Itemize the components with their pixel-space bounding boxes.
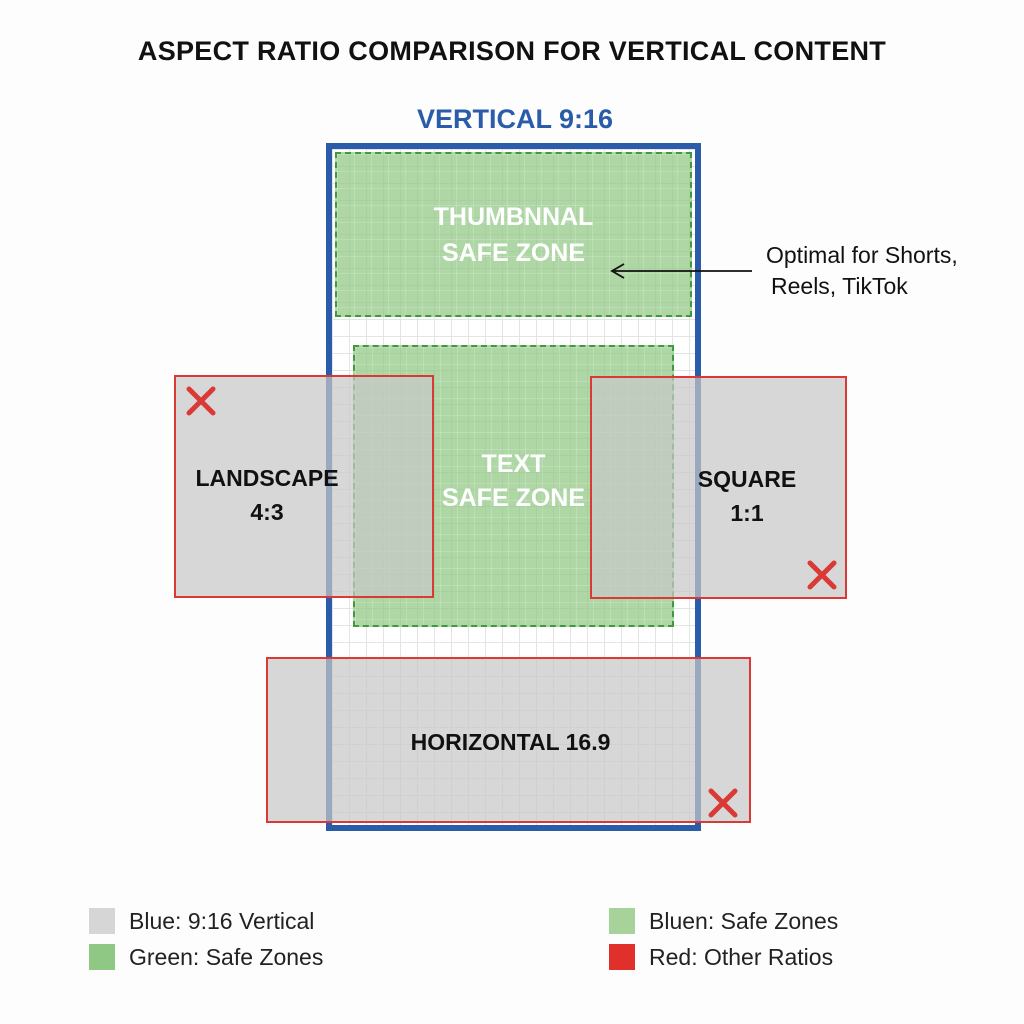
x-icon <box>708 788 738 818</box>
annotation-line2: Reels, TikTok <box>771 273 908 299</box>
diagram-title: ASPECT RATIO COMPARISON FOR VERTICAL CON… <box>137 36 887 66</box>
legend-label-safe-zones: Green: Safe Zones <box>129 944 324 970</box>
text-zone-label-line2: SAFE ZONE <box>441 484 586 512</box>
landscape-label-line2: 4:3 <box>250 499 284 525</box>
square-label-line1: SQUARE <box>697 466 797 492</box>
thumbnail-zone-label-line1: THUMBNNAL <box>433 203 594 231</box>
horizontal-label: HORIZONTAL 16.9 <box>410 729 611 755</box>
landscape-label-line1: LANDSCAPE <box>195 465 339 491</box>
annotation-arrow-icon <box>610 263 752 279</box>
text-zone-label-line1: TEXT <box>481 450 546 478</box>
legend-swatch-light-green <box>609 908 635 934</box>
horizontal-ratio-box: HORIZONTAL 16.9 <box>266 657 751 823</box>
square-label-line2: 1:1 <box>730 500 764 526</box>
vertical-ratio-label: VERTICAL 9:16 <box>416 104 614 134</box>
x-icon <box>186 386 216 416</box>
legend-swatch-gray <box>89 908 115 934</box>
platform-annotation: Optimal for Shorts, Reels, TikTok <box>766 240 958 302</box>
legend-label-vertical: Blue: 9:16 Vertical <box>129 908 315 934</box>
thumbnail-zone-label-line2: SAFE ZONE <box>441 239 586 267</box>
x-icon <box>807 560 837 590</box>
legend-swatch-green <box>89 944 115 970</box>
landscape-ratio-box: LANDSCAPE 4:3 <box>174 375 434 598</box>
legend-label-other-ratios: Red: Other Ratios <box>649 944 834 970</box>
thumbnail-safe-zone: THUMBNNAL SAFE ZONE <box>335 152 692 317</box>
legend-swatch-red <box>609 944 635 970</box>
annotation-line1: Optimal for Shorts, <box>766 242 958 268</box>
square-ratio-box: SQUARE 1:1 <box>590 376 847 599</box>
legend-label-bluen-safe-zones: Bluen: Safe Zones <box>649 908 839 934</box>
